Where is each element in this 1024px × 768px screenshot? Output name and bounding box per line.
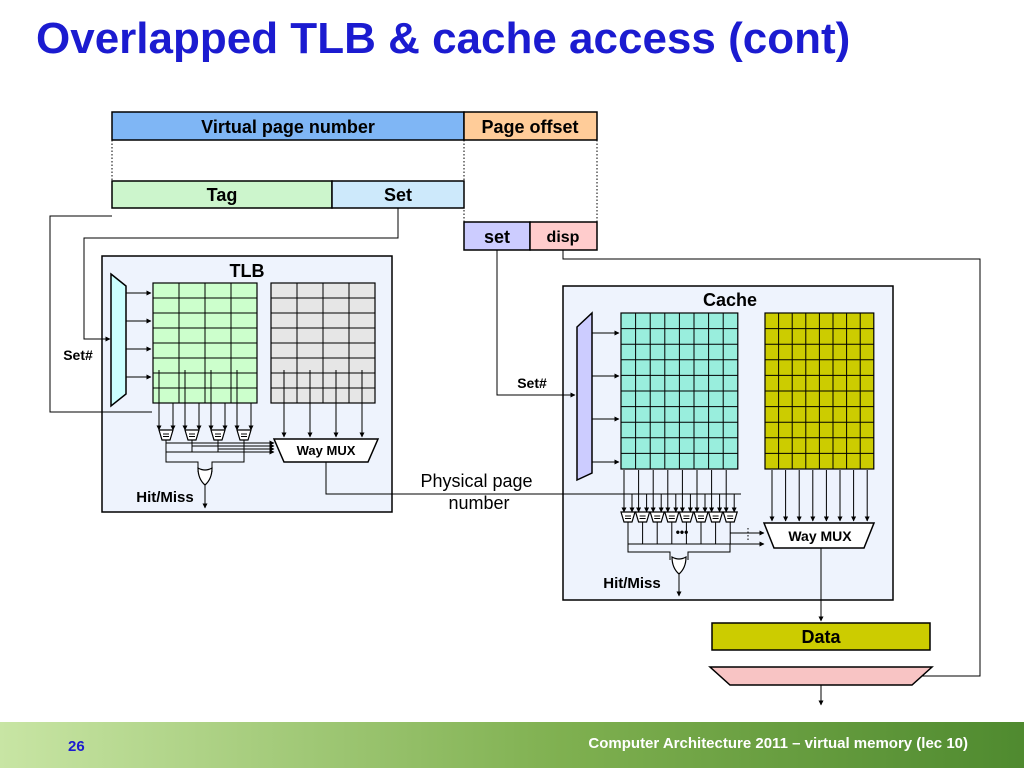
tlb-hit-miss-label: Hit/Miss bbox=[136, 489, 194, 506]
tlb-set-decoder bbox=[110, 272, 127, 408]
tlb-comparator bbox=[236, 429, 252, 441]
footer-bar: 26 Computer Architecture 2011 – virtual … bbox=[0, 722, 1024, 768]
physical-page-number-label: Physical page number bbox=[420, 471, 537, 513]
tlb-or-input bbox=[211, 452, 245, 472]
cache-set-label: set bbox=[484, 227, 510, 247]
page-offset-label: Page offset bbox=[481, 117, 578, 137]
tlb-cache-diagram: Virtual page number Page offset Tag Set … bbox=[49, 111, 981, 706]
set-to-tlb-decoder-wire bbox=[83, 208, 399, 342]
tlb-or-input bbox=[165, 452, 199, 472]
cache-wires bbox=[592, 330, 870, 622]
tlb-set-number-label: Set# bbox=[63, 347, 93, 363]
tlb-hit-or-gate bbox=[197, 466, 213, 486]
tlb-comparator bbox=[158, 429, 174, 441]
data-box bbox=[711, 622, 931, 651]
cache-set-decoder bbox=[576, 311, 593, 482]
slide-title: Overlapped TLB & cache access (cont) bbox=[36, 14, 851, 63]
tlb-title: TLB bbox=[230, 261, 265, 281]
vpn-field bbox=[111, 111, 465, 141]
cache-comparator bbox=[663, 511, 680, 523]
cache-comparator bbox=[620, 511, 636, 523]
tlb-wires bbox=[126, 290, 365, 509]
data-label: Data bbox=[801, 627, 841, 647]
set-to-cache-decoder-wire bbox=[496, 250, 576, 398]
tag-field bbox=[111, 180, 333, 209]
cache-or-input bbox=[687, 544, 731, 560]
physical-page-number-wire bbox=[325, 462, 741, 495]
set-label: Set bbox=[384, 185, 412, 205]
disp-to-select-wire bbox=[562, 250, 981, 679]
vpn-label: Virtual page number bbox=[201, 117, 375, 137]
byte-select-mux bbox=[708, 666, 934, 686]
cache-data-array bbox=[764, 312, 875, 470]
address-routing-wires bbox=[49, 208, 981, 706]
cache-hit-or-gate bbox=[671, 555, 687, 575]
cache-comparator bbox=[693, 511, 709, 523]
tag-label: Tag bbox=[207, 185, 238, 205]
disp-label: disp bbox=[547, 229, 580, 246]
tlb-way-mux-label: Way MUX bbox=[297, 443, 356, 458]
cache-comparator bbox=[707, 511, 724, 523]
cache-tag-array bbox=[620, 312, 739, 470]
cache-way-mux-label: Way MUX bbox=[788, 528, 852, 544]
slide-number: 26 bbox=[68, 738, 85, 755]
footer-text: Computer Architecture 2011 – virtual mem… bbox=[588, 735, 968, 752]
cache-comparator bbox=[634, 511, 651, 523]
cache-title: Cache bbox=[703, 290, 757, 310]
tlb-comparator bbox=[184, 429, 200, 441]
cache-comparator bbox=[649, 511, 666, 523]
cache-set-number-label: Set# bbox=[517, 375, 547, 391]
cache-way-mux bbox=[762, 522, 876, 549]
cache-comparator bbox=[678, 511, 695, 523]
cache-ellipsis: ••• bbox=[676, 525, 689, 539]
tlb-data-array bbox=[270, 282, 376, 404]
tlb-way-mux bbox=[272, 438, 380, 463]
tag-to-tlb-compare-wire bbox=[49, 215, 152, 413]
tlb-comparator bbox=[210, 429, 226, 441]
tlb-tag-array bbox=[152, 282, 258, 404]
cache-or-input bbox=[627, 544, 671, 560]
cache-comparator bbox=[722, 511, 739, 523]
page-offset-field bbox=[463, 111, 598, 141]
cache-hit-miss-label: Hit/Miss bbox=[603, 575, 661, 592]
